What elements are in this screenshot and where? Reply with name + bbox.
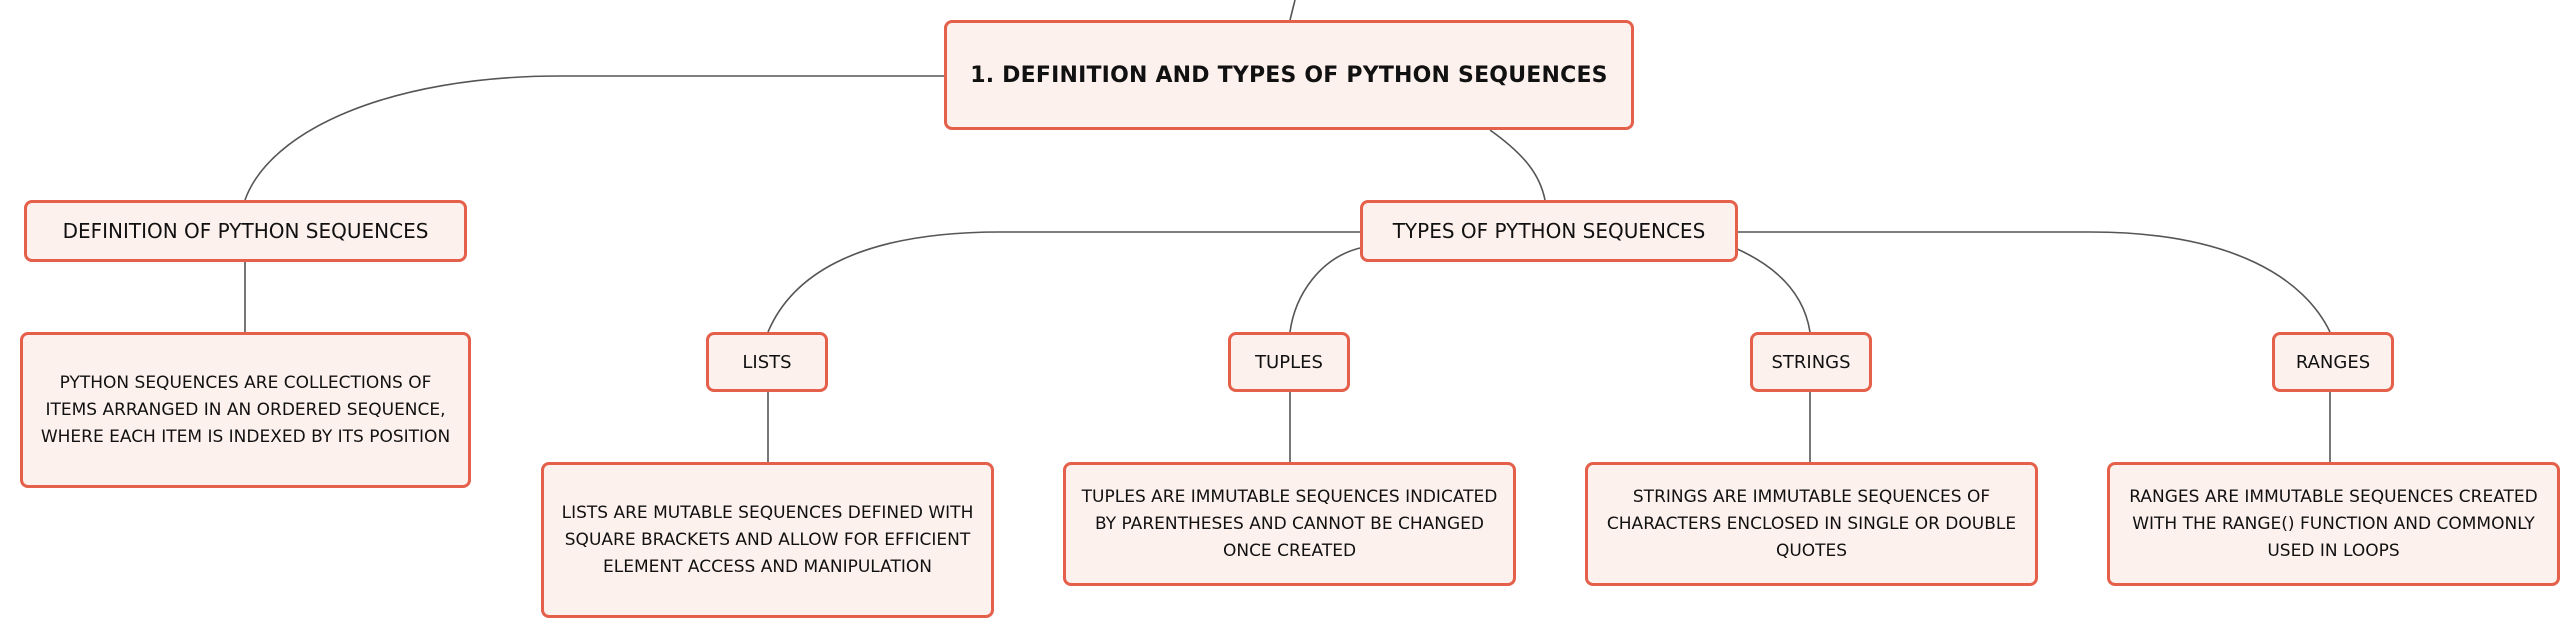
lists-node-label: LISTS (742, 351, 792, 373)
lists-node[interactable]: LISTS (706, 332, 828, 392)
definition-detail-node[interactable]: PYTHON SEQUENCES ARE COLLECTIONS OF ITEM… (20, 332, 471, 488)
strings-detail-node[interactable]: STRINGS ARE IMMUTABLE SEQUENCES OF CHARA… (1585, 462, 2038, 586)
tuples-node[interactable]: TUPLES (1228, 332, 1350, 392)
definition-detail-text: PYTHON SEQUENCES ARE COLLECTIONS OF ITEM… (40, 372, 451, 447)
types-node[interactable]: TYPES OF PYTHON SEQUENCES (1360, 200, 1738, 262)
ranges-detail-node[interactable]: RANGES ARE IMMUTABLE SEQUENCES CREATED W… (2107, 462, 2560, 586)
connector-root-parent (1289, 0, 1296, 21)
connector-root-types (1489, 129, 1546, 201)
connector-types-ranges (1735, 231, 2331, 333)
ranges-node[interactable]: RANGES (2272, 332, 2394, 392)
root-node-label: 1. DEFINITION AND TYPES OF PYTHON SEQUEN… (970, 62, 1608, 88)
ranges-detail-text: RANGES ARE IMMUTABLE SEQUENCES CREATED W… (2129, 486, 2538, 561)
root-node[interactable]: 1. DEFINITION AND TYPES OF PYTHON SEQUEN… (944, 20, 1634, 130)
connector-types-tuples (1289, 247, 1361, 333)
strings-node-label: STRINGS (1771, 351, 1851, 373)
strings-node[interactable]: STRINGS (1750, 332, 1872, 392)
connector-types-strings (1734, 247, 1811, 333)
connector-root-definition (244, 75, 945, 201)
tuples-detail-text: TUPLES ARE IMMUTABLE SEQUENCES INDICATED… (1081, 486, 1498, 561)
types-node-label: TYPES OF PYTHON SEQUENCES (1392, 219, 1706, 243)
tuples-node-label: TUPLES (1255, 351, 1323, 373)
lists-detail-text: LISTS ARE MUTABLE SEQUENCES DEFINED WITH… (561, 502, 974, 577)
ranges-node-label: RANGES (2295, 351, 2371, 373)
connector-types-lists (767, 231, 1360, 333)
definition-node[interactable]: DEFINITION OF PYTHON SEQUENCES (24, 200, 467, 262)
tuples-detail-node[interactable]: TUPLES ARE IMMUTABLE SEQUENCES INDICATED… (1063, 462, 1516, 586)
definition-node-label: DEFINITION OF PYTHON SEQUENCES (62, 219, 429, 243)
lists-detail-node[interactable]: LISTS ARE MUTABLE SEQUENCES DEFINED WITH… (541, 462, 994, 618)
strings-detail-text: STRINGS ARE IMMUTABLE SEQUENCES OF CHARA… (1606, 486, 2017, 561)
